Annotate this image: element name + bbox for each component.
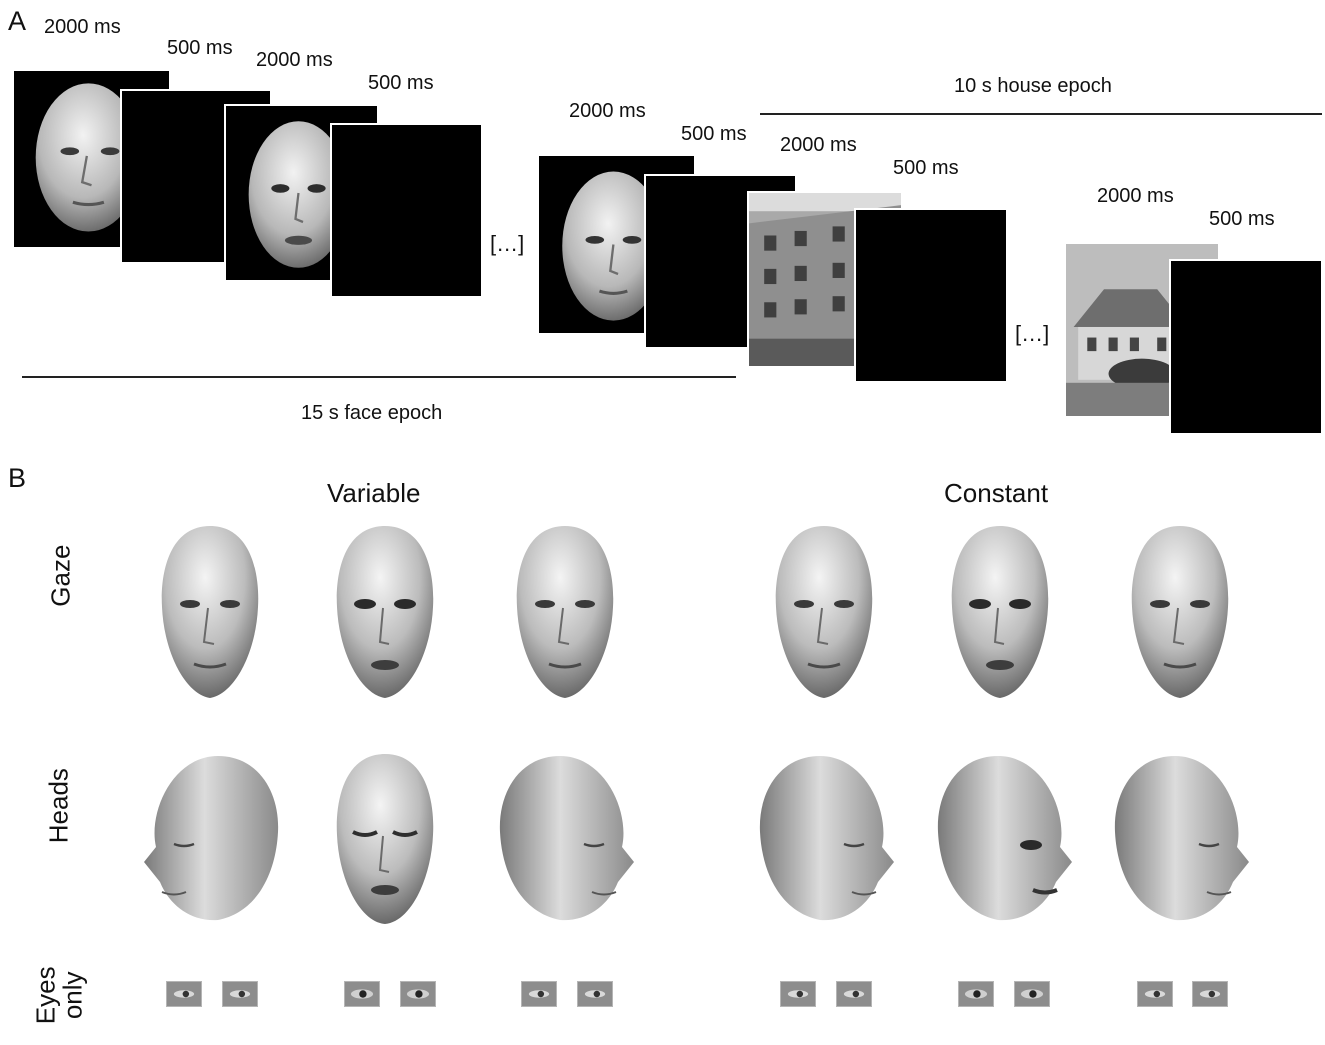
blank-screen-card bbox=[330, 123, 483, 298]
row-title-eyes-only: Eyes only bbox=[30, 945, 88, 1045]
face-gaze-constant-3 bbox=[1120, 522, 1240, 702]
duration-label: 2000 ms bbox=[256, 49, 333, 71]
eye-patch bbox=[836, 981, 872, 1007]
eye-patch bbox=[400, 981, 436, 1007]
duration-label: 2000 ms bbox=[780, 134, 857, 156]
blank-screen-card bbox=[854, 208, 1008, 383]
head-constant-1 bbox=[755, 752, 900, 924]
eye-patch bbox=[344, 981, 380, 1007]
eye-patch bbox=[1137, 981, 1173, 1007]
duration-label: 500 ms bbox=[681, 123, 747, 145]
face-gaze-constant-2 bbox=[940, 522, 1060, 702]
face-gaze-variable-2 bbox=[325, 522, 445, 702]
row-title-heads: Heads bbox=[43, 768, 74, 844]
duration-label: 2000 ms bbox=[569, 100, 646, 122]
face-epoch-label: 15 s face epoch bbox=[301, 402, 443, 424]
face-epoch-line bbox=[22, 376, 736, 378]
eye-patch bbox=[1192, 981, 1228, 1007]
duration-label: 500 ms bbox=[368, 72, 434, 94]
row-title-gaze: Gaze bbox=[45, 544, 76, 607]
duration-label: 500 ms bbox=[1209, 208, 1275, 230]
duration-label: 500 ms bbox=[893, 157, 959, 179]
blank-screen-card bbox=[1169, 259, 1323, 435]
eye-patch bbox=[958, 981, 994, 1007]
row-title-eyes-line2: only bbox=[58, 971, 88, 1020]
face-gaze-variable-3 bbox=[505, 522, 625, 702]
face-gaze-constant-1 bbox=[764, 522, 884, 702]
column-title-constant: Constant bbox=[944, 478, 1049, 508]
eye-patch bbox=[577, 981, 613, 1007]
eye-patch bbox=[1014, 981, 1050, 1007]
duration-label: 2000 ms bbox=[1097, 185, 1174, 207]
house-epoch-label: 10 s house epoch bbox=[954, 75, 1112, 97]
row-title-eyes-line1: Eyes bbox=[30, 966, 61, 1025]
head-variable-3 bbox=[495, 752, 640, 924]
eye-patch bbox=[166, 981, 202, 1007]
sequence-ellipsis: […] bbox=[1015, 321, 1050, 346]
face-gaze-variable-1 bbox=[150, 522, 270, 702]
head-variable-2 bbox=[325, 750, 445, 926]
eye-patch bbox=[521, 981, 557, 1007]
head-constant-2 bbox=[933, 752, 1078, 924]
eye-patch bbox=[780, 981, 816, 1007]
panel-b-label: B bbox=[8, 463, 27, 493]
panel-a-label: A bbox=[8, 6, 27, 36]
duration-label: 2000 ms bbox=[44, 16, 121, 38]
sequence-ellipsis: […] bbox=[490, 231, 525, 256]
house-epoch-line bbox=[760, 113, 1322, 115]
eye-patch bbox=[222, 981, 258, 1007]
column-title-variable: Variable bbox=[327, 478, 421, 508]
duration-label: 500 ms bbox=[167, 37, 233, 59]
head-constant-3 bbox=[1110, 752, 1255, 924]
head-variable-1 bbox=[138, 752, 283, 924]
